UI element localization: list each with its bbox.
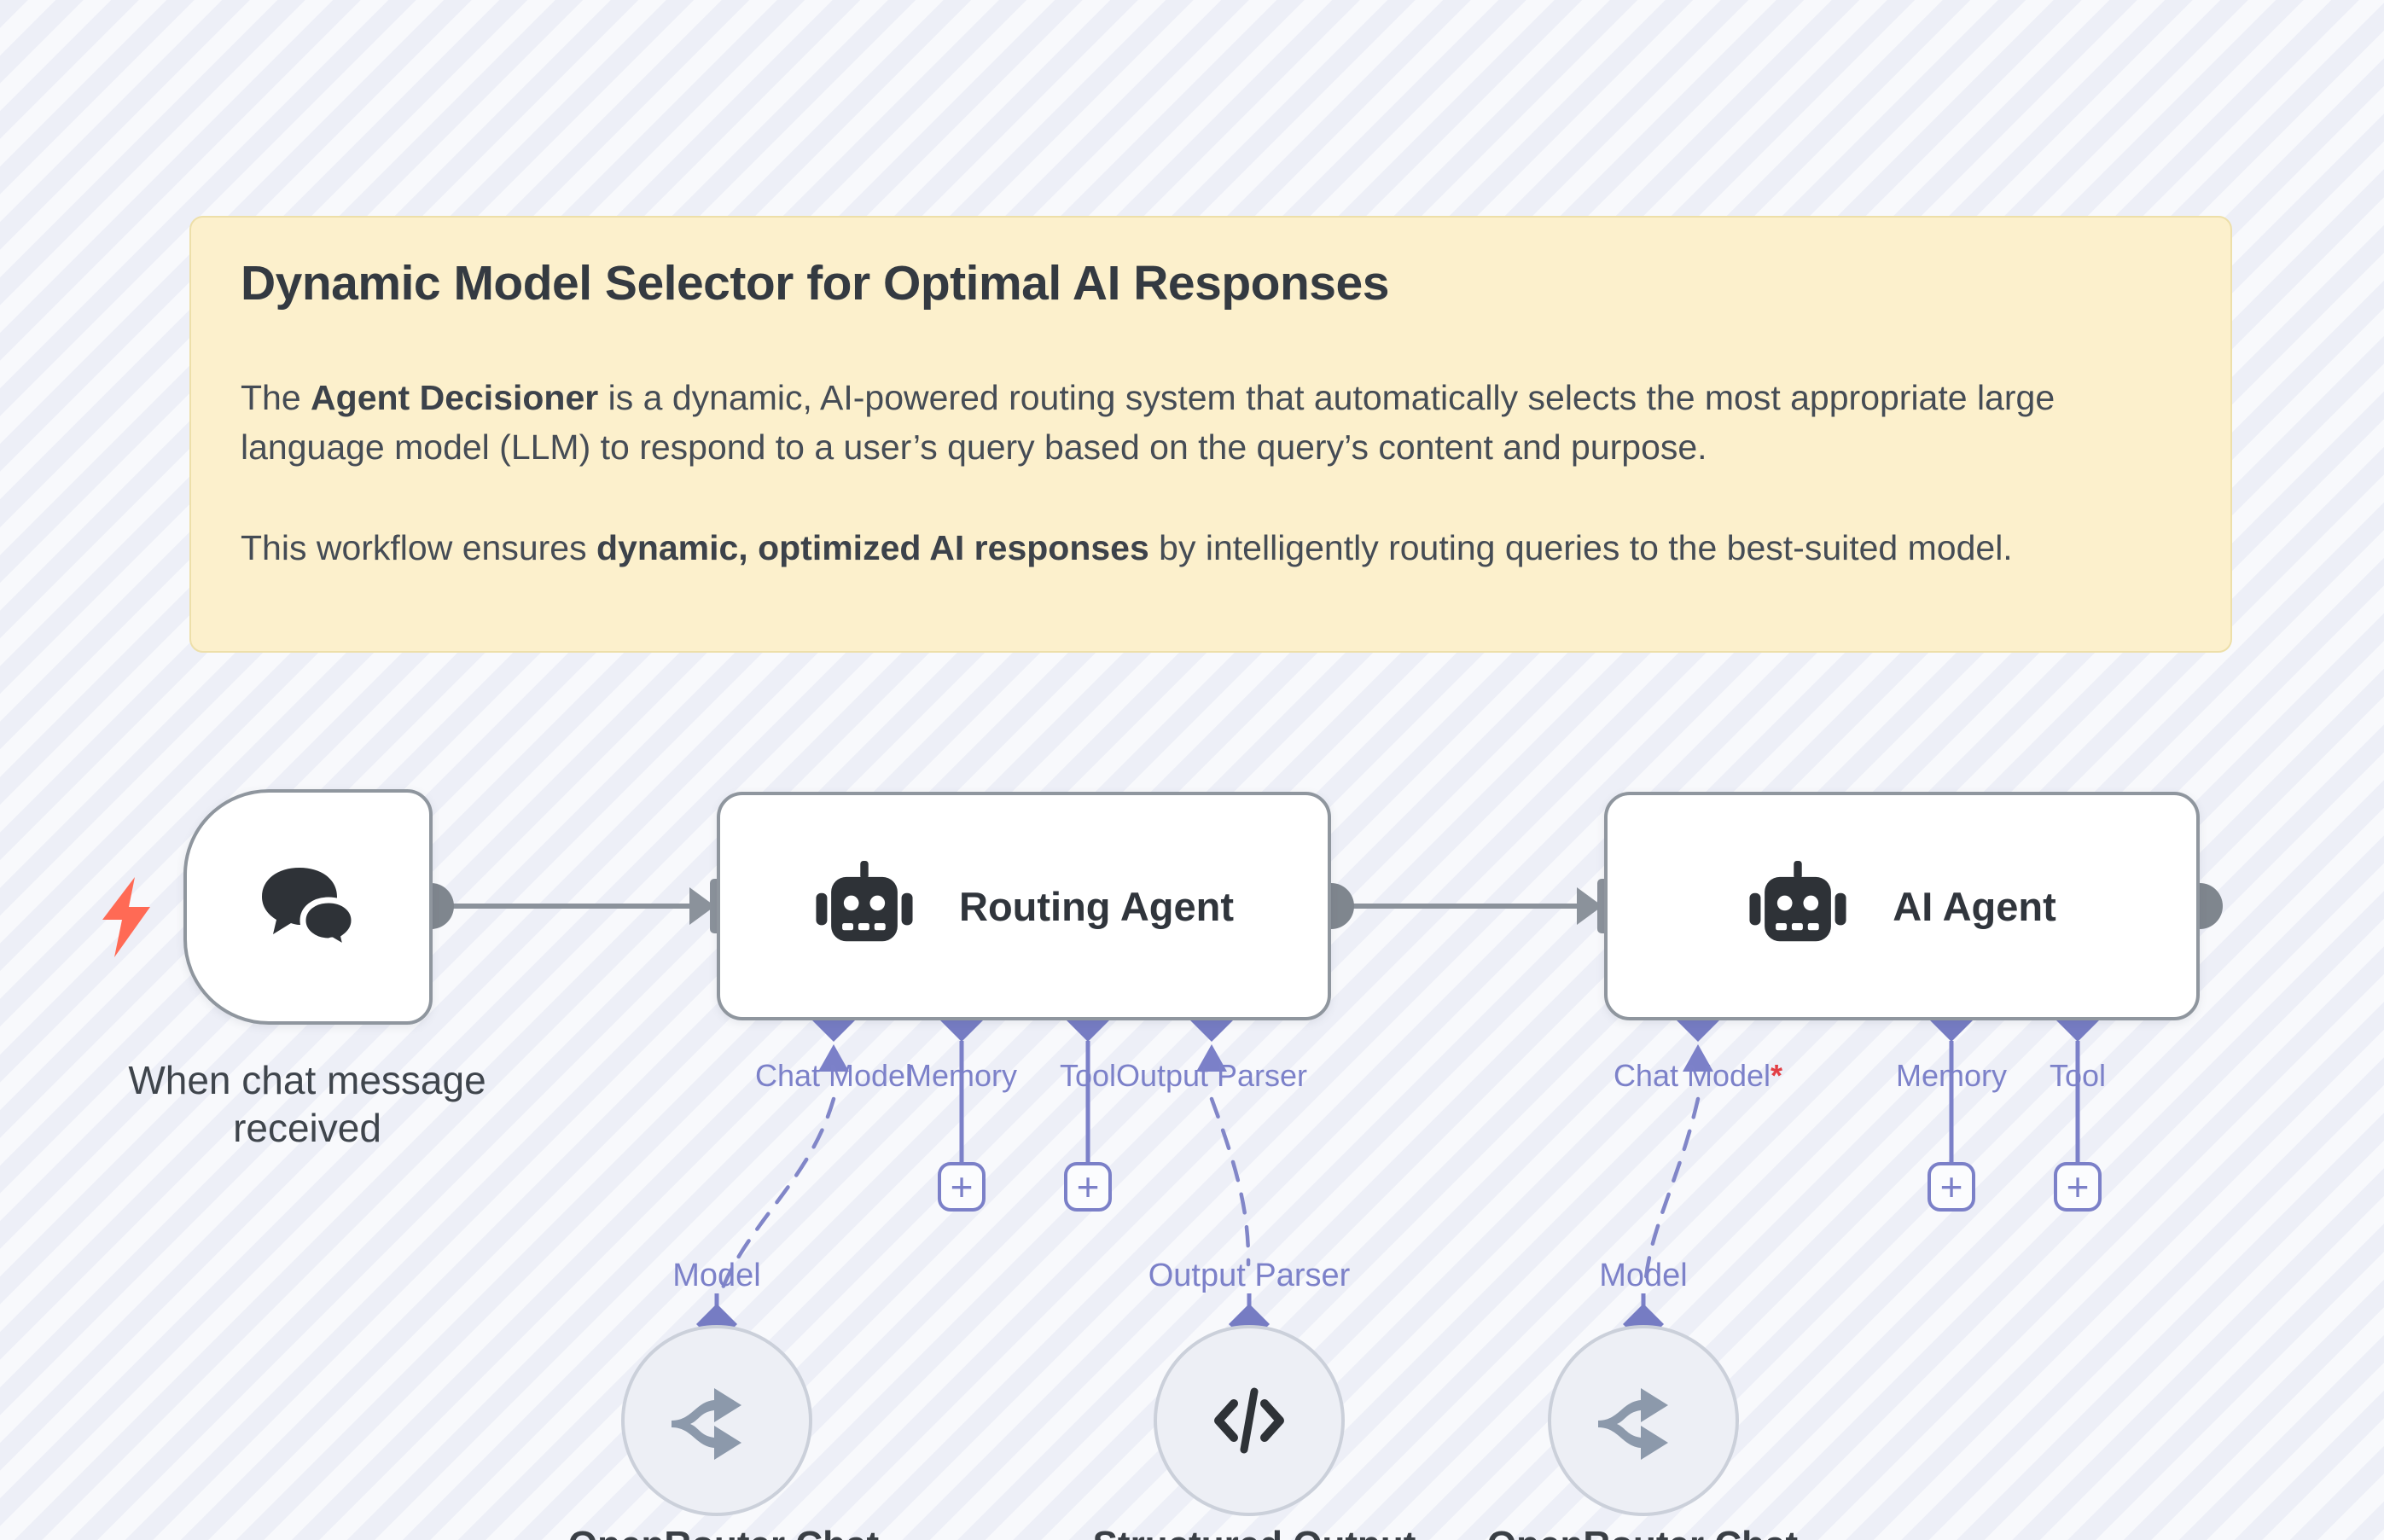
arrow-up-icon: [818, 1044, 849, 1072]
add-tool-button[interactable]: +: [1064, 1162, 1112, 1212]
openrouter-chat-node-label: OpenRouter Chat: [1487, 1524, 1798, 1540]
openrouter-route-icon: [1598, 1388, 1668, 1460]
connection-parser-to-routing-outputparser[interactable]: [1209, 1096, 1251, 1267]
routing-agent-node[interactable]: Routing Agent: [717, 792, 1331, 1020]
trigger-bolt-icon: [102, 877, 150, 957]
routing-tool-label: Tool: [1059, 1058, 1117, 1093]
model-port-label: Model: [1599, 1258, 1688, 1293]
openrouter-route-icon: [672, 1388, 741, 1460]
code-brackets-icon: [1214, 1387, 1284, 1454]
ai-memory-label: Memory: [1895, 1058, 2008, 1093]
arrow-up-icon: [1683, 1044, 1713, 1072]
plus-icon: +: [2066, 1165, 2090, 1209]
connection-model-to-ai-chatmodel[interactable]: [1643, 1096, 1701, 1289]
required-marker: *: [1771, 1058, 1783, 1093]
arrow-up-icon: [1196, 1044, 1227, 1072]
robot-icon: [816, 861, 913, 942]
chat-bubbles-icon: [262, 868, 358, 951]
routing-memory-label: Memory: [905, 1058, 1018, 1093]
routing-outputparser-label: Output Parser: [1115, 1058, 1308, 1093]
plus-icon: +: [1076, 1165, 1100, 1209]
chat-trigger-node[interactable]: [183, 789, 433, 1025]
sticky-note-paragraph: The Agent Decisioner is a dynamic, AI-po…: [241, 378, 2055, 468]
structured-output-node-label: Structured Output: [1093, 1524, 1416, 1540]
openrouter-chat-node[interactable]: [1548, 1325, 1739, 1516]
openrouter-chat-node[interactable]: [621, 1325, 812, 1516]
add-memory-button[interactable]: +: [938, 1162, 986, 1212]
sticky-note[interactable]: Dynamic Model Selector for Optimal AI Re…: [189, 216, 2232, 653]
connection-arrow-icon: [689, 887, 715, 925]
routing-chatmodel-label: Chat Model: [754, 1058, 913, 1093]
outputparser-port-label: Output Parser: [1148, 1258, 1351, 1293]
robot-icon: [1749, 861, 1846, 942]
add-tool-button[interactable]: +: [2054, 1162, 2102, 1212]
connection-arrow-icon: [1577, 887, 1602, 925]
sticky-note-paragraph: This workflow ensures dynamic, optimized…: [241, 528, 2013, 568]
ai-chatmodel-label: Chat Model*: [1613, 1058, 1783, 1093]
structured-output-parser-node[interactable]: [1154, 1325, 1345, 1516]
routing-agent-title: Routing Agent: [959, 883, 1234, 929]
add-memory-button[interactable]: +: [1928, 1162, 1975, 1212]
model-port-label: Model: [672, 1258, 761, 1293]
openrouter-chat-node-label: OpenRouter Chat: [568, 1524, 879, 1540]
ai-agent-node[interactable]: AI Agent: [1604, 792, 2200, 1020]
ai-tool-label: Tool: [2049, 1058, 2107, 1093]
trigger-node-label: When chat message received: [128, 1058, 486, 1151]
plus-icon: +: [950, 1165, 974, 1209]
connection-model-to-routing-chatmodel[interactable]: [719, 1096, 836, 1293]
sticky-note-title: Dynamic Model Selector for Optimal AI Re…: [241, 256, 1389, 311]
ai-agent-title: AI Agent: [1893, 883, 2056, 929]
plus-icon: +: [1939, 1165, 1963, 1209]
